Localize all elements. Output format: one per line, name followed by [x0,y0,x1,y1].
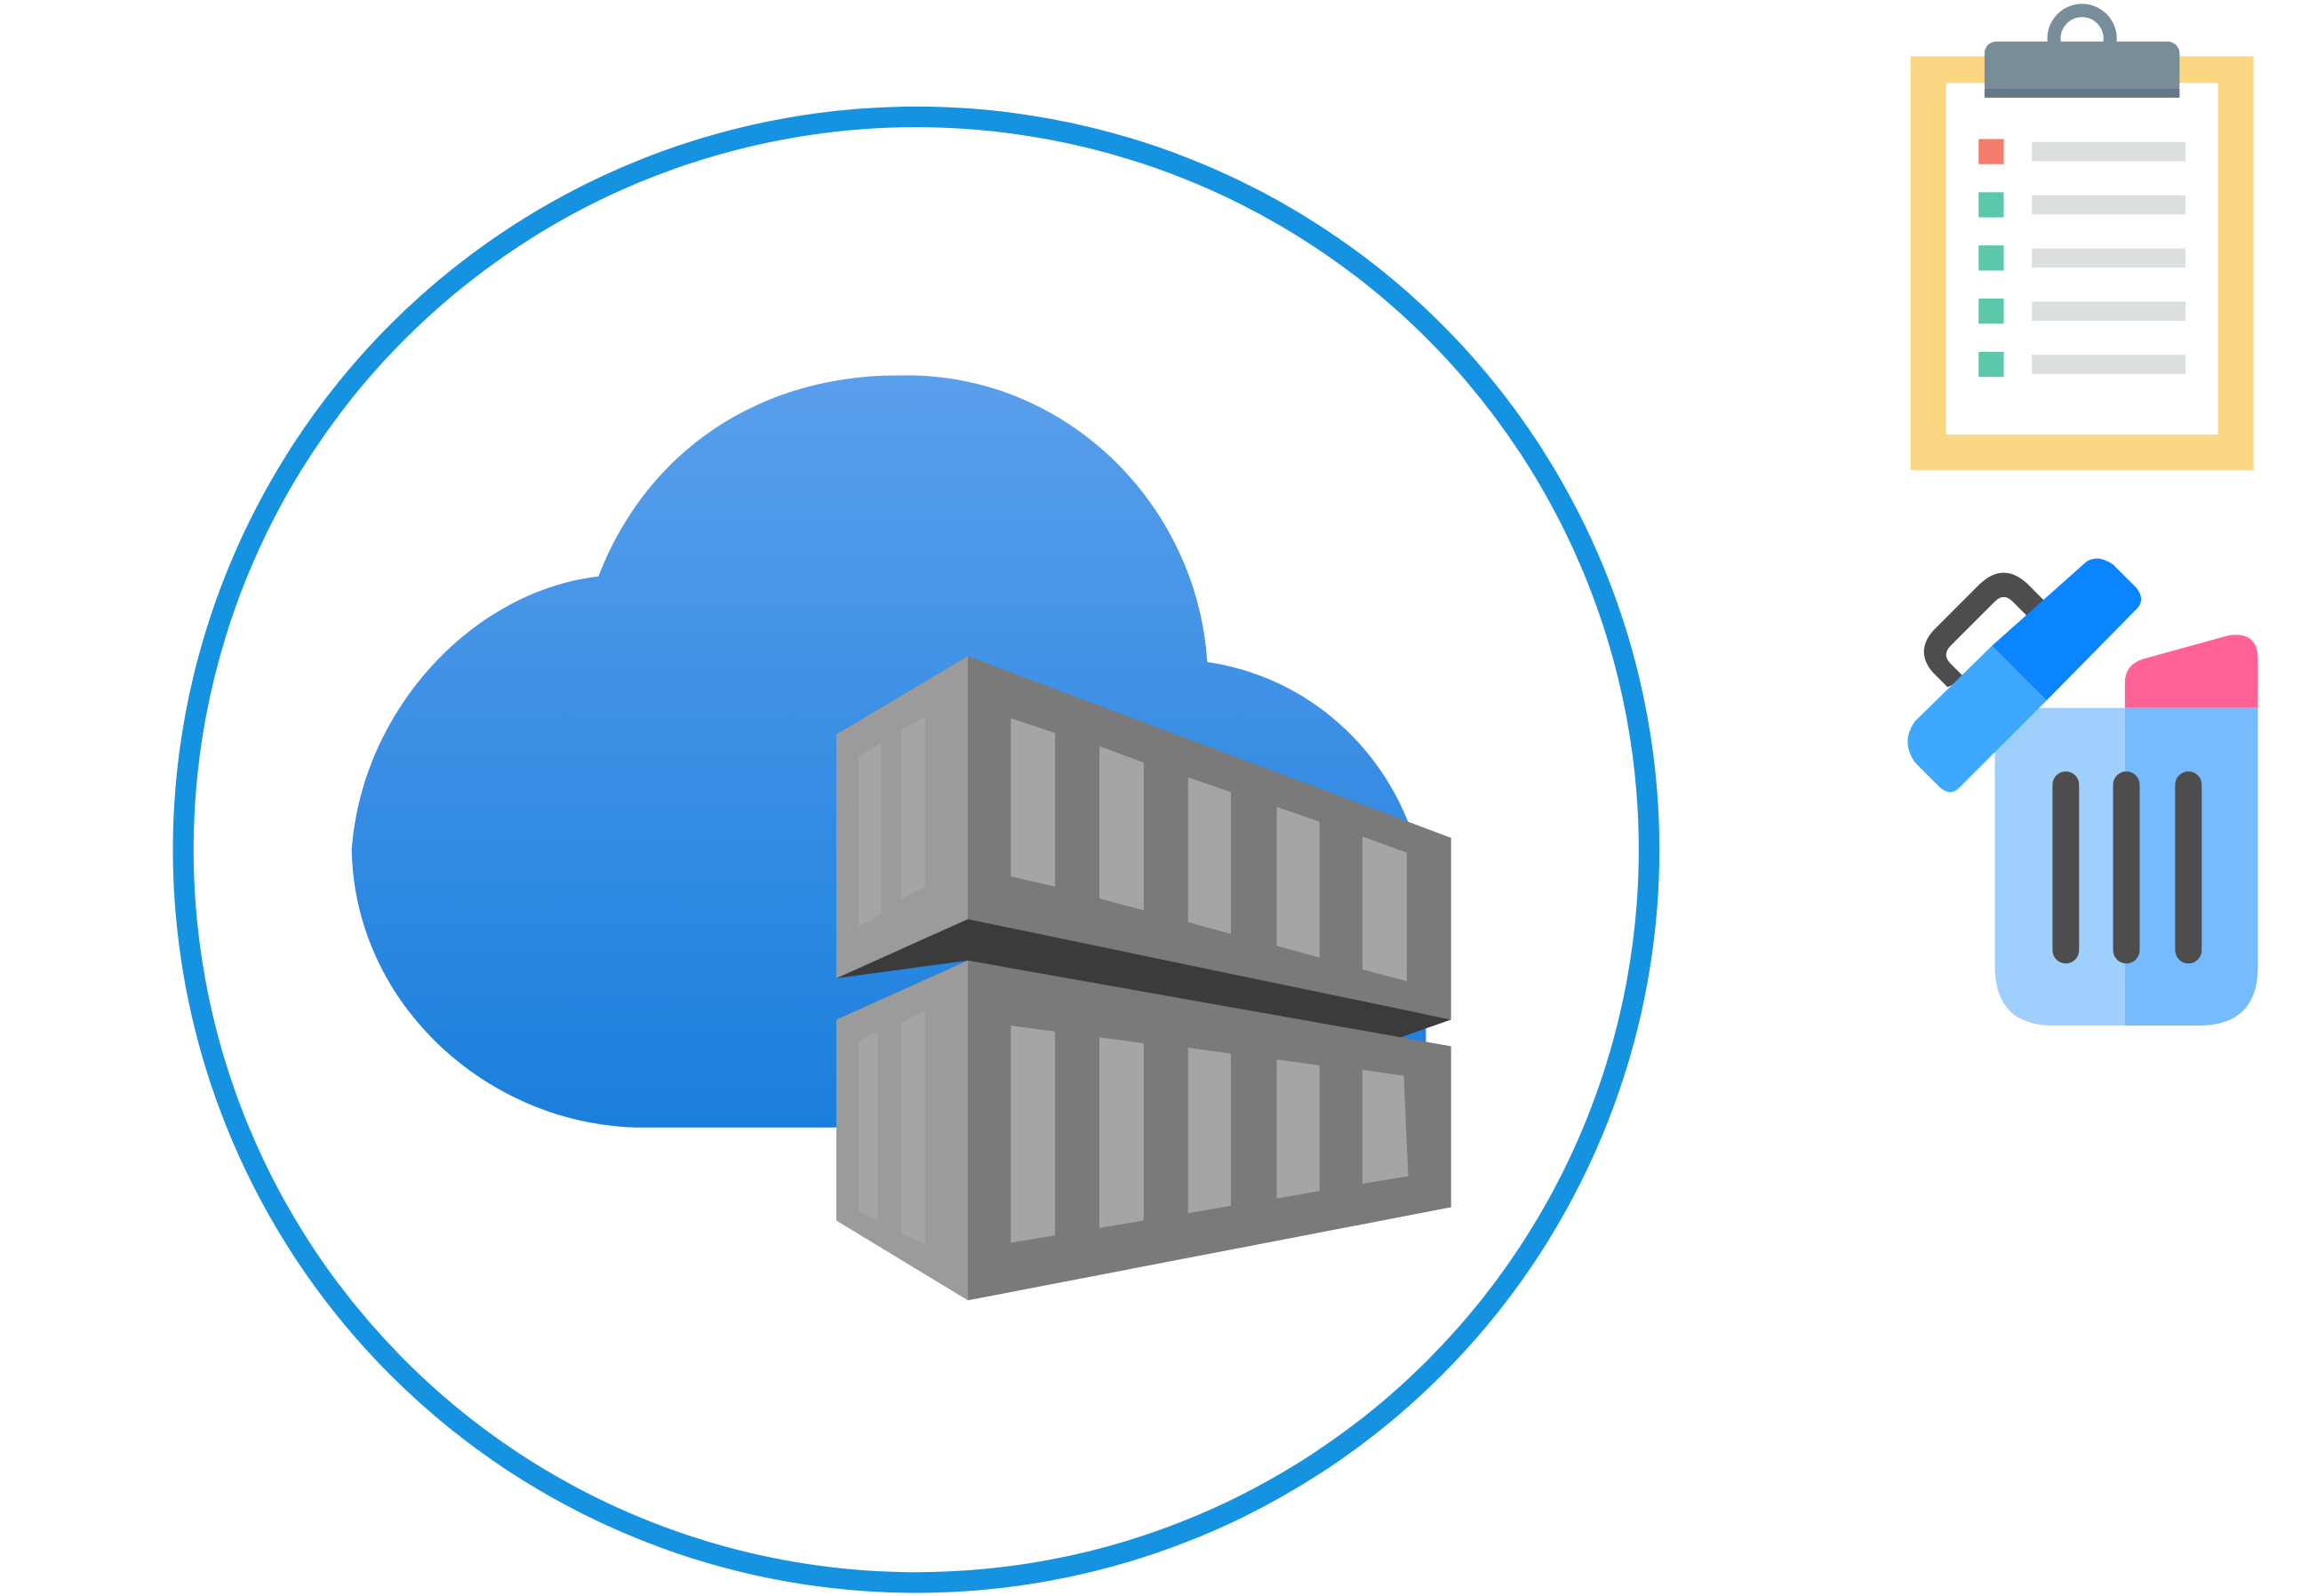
trash-bars-icon [2052,771,2202,964]
container-stack-icon [836,656,1451,1301]
azure-container-registry-cloud-icon [351,375,1451,1301]
brush-icon [1907,558,2142,793]
clipboard-checklist-icon [1910,4,2254,470]
trash-bin-cleanup-icon [1907,558,2258,1026]
